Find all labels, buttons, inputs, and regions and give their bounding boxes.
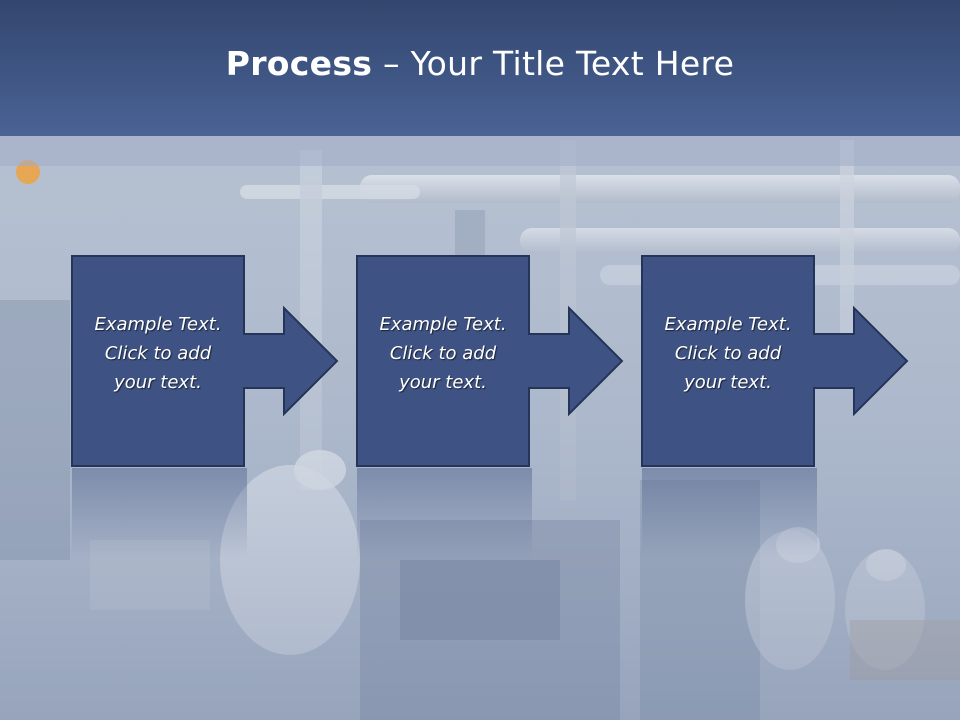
step-text-line: Click to add [674, 343, 782, 364]
step-text-line: your text. [399, 372, 487, 393]
step-reflection [642, 468, 817, 558]
title-bar: Process – Your Title Text Here [0, 0, 960, 136]
title-rest-text: – Your Title Text Here [372, 43, 735, 83]
step-text-line: Click to add [389, 343, 497, 364]
step-arrow-shape [71, 255, 339, 467]
slide-title[interactable]: Process – Your Title Text Here [226, 44, 735, 83]
step-reflection [357, 468, 532, 558]
step-reflection [72, 468, 247, 558]
step-text-line: Example Text. [379, 314, 507, 335]
process-step-3[interactable]: Example Text. Click to add your text. [641, 255, 909, 467]
step-text-line: your text. [684, 372, 772, 393]
step-text-line: Click to add [104, 343, 212, 364]
step-arrow-shape [641, 255, 909, 467]
process-step-2[interactable]: Example Text. Click to add your text. [356, 255, 624, 467]
title-bold-text: Process [225, 43, 373, 83]
process-step-1[interactable]: Example Text. Click to add your text. [71, 255, 339, 467]
step-3-text[interactable]: Example Text. Click to add your text. [642, 310, 814, 397]
step-2-text[interactable]: Example Text. Click to add your text. [357, 310, 529, 397]
step-arrow-shape [356, 255, 624, 467]
title-underband [0, 136, 960, 166]
step-text-line: your text. [114, 372, 202, 393]
step-1-text[interactable]: Example Text. Click to add your text. [72, 310, 244, 397]
step-text-line: Example Text. [664, 314, 792, 335]
step-text-line: Example Text. [94, 314, 222, 335]
